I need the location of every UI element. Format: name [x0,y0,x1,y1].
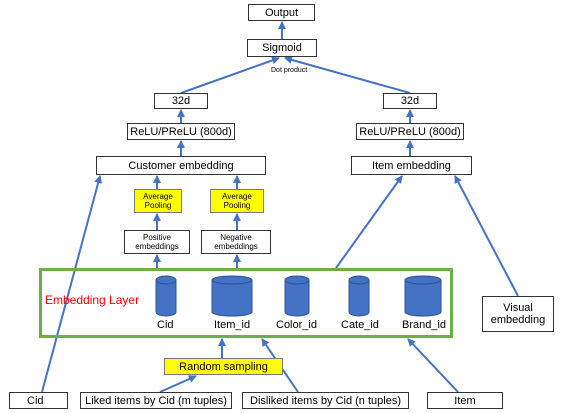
item-embedding-node: Item embedding [351,156,472,175]
random-sampling-node: Random sampling [164,358,283,375]
input-disliked-node: Disliked items by Cid (n tuples) [242,392,409,409]
input-cid-node: Cid [9,392,68,409]
edge-input-liked-to-random-sampling [159,375,197,393]
edge-left-32d-to-sigmoid [180,56,280,94]
cylinder-brand-id [404,275,442,317]
average-pooling-positive: Average Pooling [134,189,182,213]
left-relu-node: ReLU/PReLU (800d) [127,123,235,140]
output-node: Output [248,4,315,21]
edges-group [41,21,519,393]
edge-embedding-layer-to-item-embedding [335,175,403,269]
input-liked-node: Liked items by Cid (m tuples) [80,392,232,409]
embedding-label-item-id: Item_id [214,319,251,331]
visual-embedding-node: Visual embedding [482,296,554,332]
embedding-layer-title: Embedding Layer [45,293,140,307]
customer-embedding-node: Customer embedding [96,156,266,175]
left-32d-node: 32d [154,93,208,109]
embedding-cylinders-group [155,275,442,317]
edge-input-item-to-embedding-layer [407,338,459,393]
cylinder-cid [155,275,177,317]
edge-visual-embedding-to-item-embedding [454,175,519,297]
embedding-layer-frame [39,268,453,338]
edge-input-cid-to-customer-embedding [41,175,103,393]
right-relu-node: ReLU/PReLU (800d) [356,123,464,140]
cylinder-color-id [284,275,310,317]
edge-right-32d-to-sigmoid [284,56,411,94]
negative-embeddings-node: Negative embeddings [201,230,271,254]
embedding-label-cate-id: Cate_id [341,319,379,331]
positive-embeddings-node: Positive embeddings [124,230,190,254]
embedding-label-cid: Cid [157,319,174,331]
dot-product-label: Dot product [271,67,308,74]
right-32d-node: 32d [383,93,437,109]
cylinder-cate-id [348,275,370,317]
input-item-node: Item [427,392,503,409]
sigmoid-node: Sigmoid [247,39,317,57]
cylinder-item-id [211,275,253,317]
average-pooling-negative: Average Pooling [210,189,264,213]
embedding-label-brand-id: Brand_id [402,319,447,331]
embedding-label-color-id: Color_id [276,319,317,331]
